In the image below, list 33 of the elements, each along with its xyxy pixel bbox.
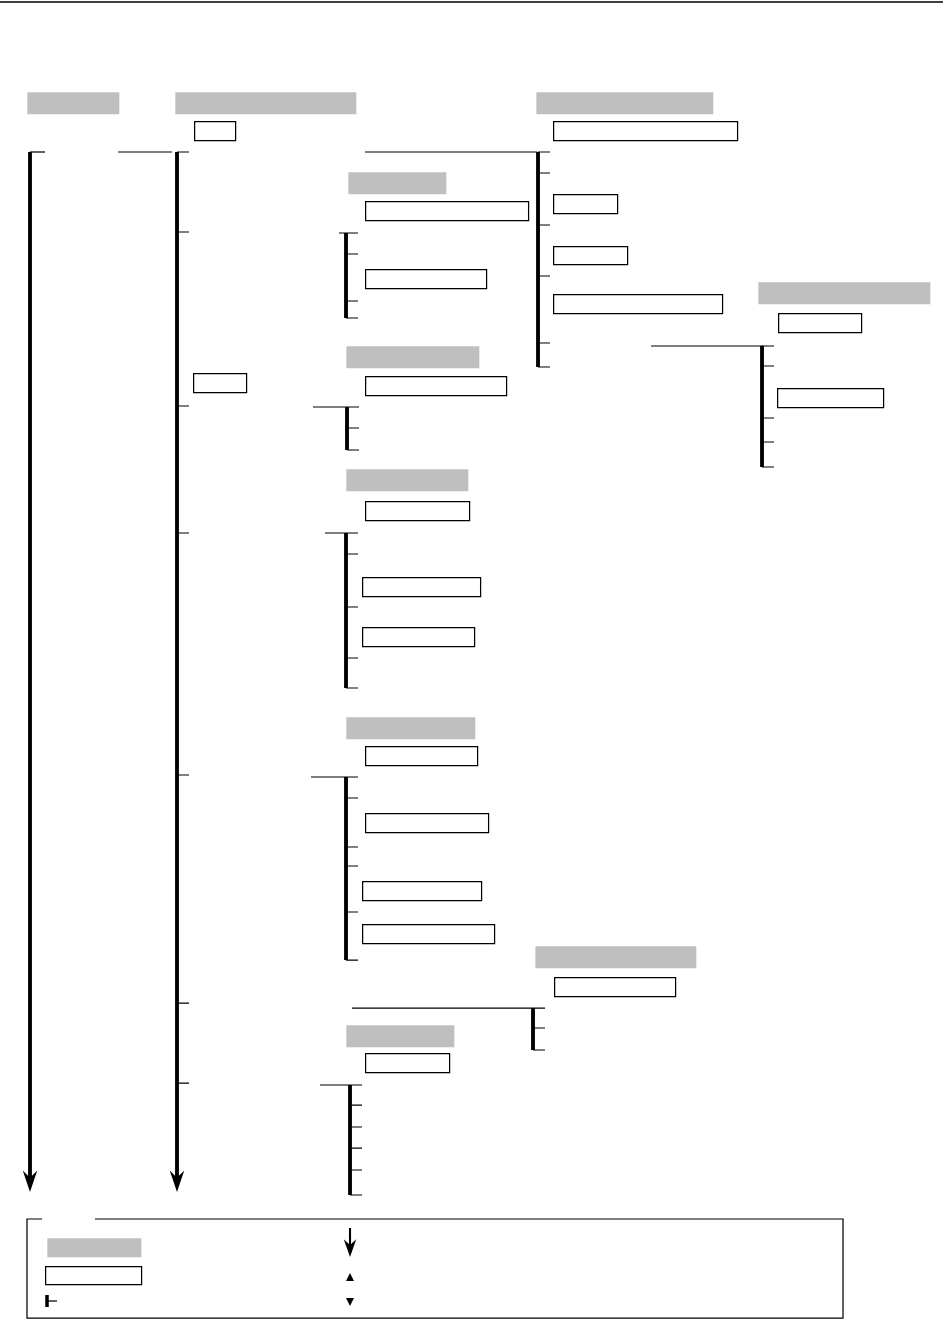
heading-bar (175, 92, 357, 115)
outlined-box (194, 121, 237, 142)
outlined-box (554, 977, 677, 998)
heading-bar (346, 1025, 455, 1048)
outlined-box (365, 746, 479, 767)
outlined-box (777, 388, 885, 409)
heading-bar (346, 717, 476, 740)
outlined-box (365, 269, 488, 290)
outlined-box (778, 313, 863, 334)
heading-bar (27, 92, 120, 115)
outlined-box (362, 881, 483, 902)
outlined-box (553, 121, 739, 142)
heading-bar (758, 282, 931, 305)
heading-bar (346, 469, 469, 492)
outlined-box (365, 1053, 451, 1074)
legend-frame (26, 1218, 844, 1319)
outlined-box (362, 924, 496, 945)
outlined-box (362, 627, 476, 648)
outlined-box (193, 373, 248, 394)
heading-bar (348, 172, 447, 195)
outlined-box (553, 194, 619, 215)
legend-bar-sample (47, 1238, 142, 1258)
outlined-box (362, 577, 482, 598)
outlined-box (365, 201, 530, 222)
heading-bar (346, 346, 480, 369)
heading-bar (535, 946, 697, 969)
outlined-box (365, 501, 471, 522)
heading-bar (536, 92, 714, 115)
outlined-box (365, 813, 490, 834)
outlined-box (553, 246, 629, 266)
legend-box-sample (45, 1266, 143, 1286)
outlined-box (365, 376, 508, 397)
outlined-box (553, 294, 724, 315)
